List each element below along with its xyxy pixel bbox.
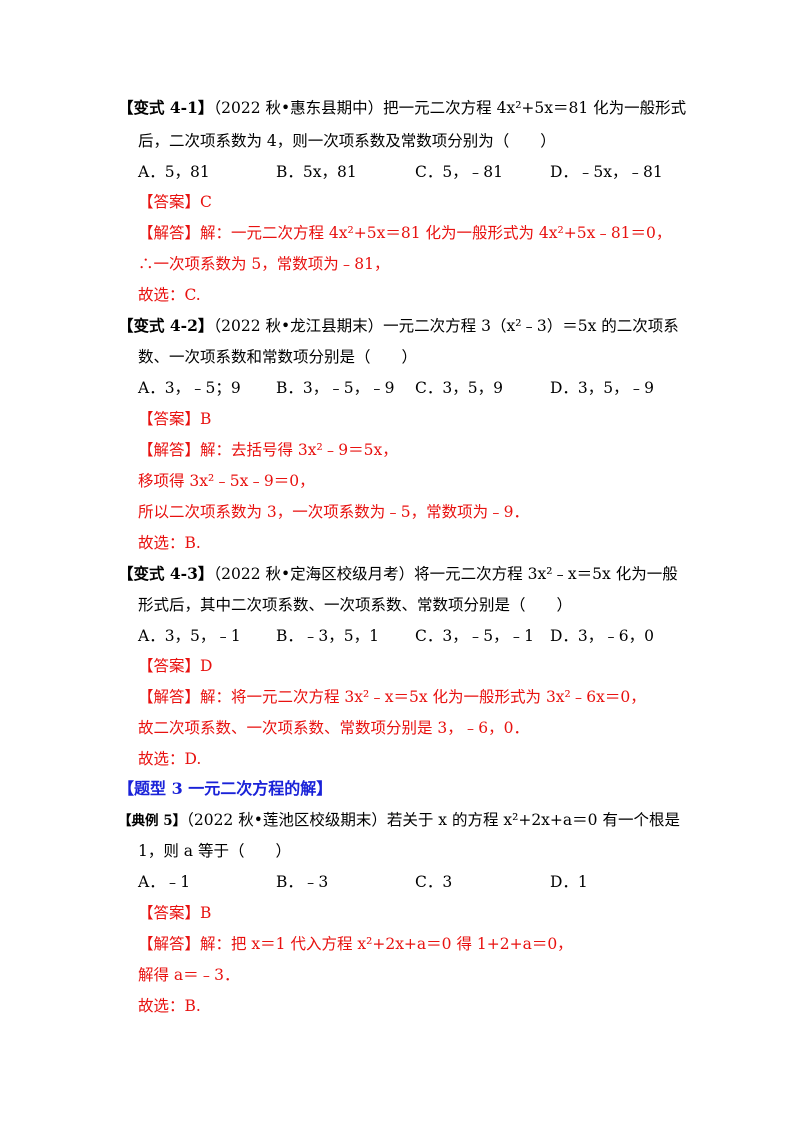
question-tag: 【变式 4-2】 [118, 316, 214, 335]
option-d: D．﹣5x，﹣81 [550, 163, 663, 181]
solution-4-2-line-4: 故选：B. [138, 534, 201, 552]
answer-4-3: 【答案】D [138, 657, 213, 675]
example-5-line-1: 【典例 5】（2022 秋•莲池区校级期末）若关于 x 的方程 x²+2x+a＝… [118, 809, 680, 832]
solution-4-2-line-1: 【解答】解：去括号得 3x²﹣9＝5x， [138, 441, 398, 459]
answer-4-1: 【答案】C [138, 193, 212, 211]
solution-5-line-2: 解得 a＝﹣3． [138, 966, 240, 984]
question-tag: 【变式 4-1】 [118, 98, 214, 117]
option-d: D．3，5，﹣9 [550, 379, 655, 397]
answer-5: 【答案】B [138, 904, 212, 922]
question-4-3-line-2: 形式后，其中二次项系数、一次项系数、常数项分别是（ ） [138, 596, 573, 614]
option-d: D．1 [550, 873, 588, 891]
option-d: D．3，﹣6，0 [550, 627, 655, 645]
option-b: B．﹣3 [276, 873, 329, 891]
solution-4-3-line-3: 故选：D. [138, 750, 202, 768]
answer-4-2: 【答案】B [138, 410, 212, 428]
question-4-3-line-1: 【变式 4-3】（2022 秋•定海区校级月考）将一元二次方程 3x²﹣x＝5x… [118, 563, 678, 585]
question-4-2-line-1: 【变式 4-2】（2022 秋•龙江县期末）一元二次方程 3（x²﹣3）＝5x … [118, 315, 679, 337]
option-b: B．﹣3，5，1 [276, 627, 379, 645]
option-a: A．3，﹣5；9 [138, 379, 241, 397]
option-c: C．3 [415, 873, 453, 891]
solution-4-1-line-1: 【解答】解：一元二次方程 4x²+5x＝81 化为一般形式为 4x²+5x﹣81… [138, 224, 672, 242]
solution-4-2-line-3: 所以二次项系数为 3，一次项系数为﹣5，常数项为﹣9． [138, 503, 530, 521]
option-c: C．3，﹣5，﹣1 [415, 627, 534, 645]
question-text: （2022 秋•龙江县期末）一元二次方程 3（x²﹣3）＝5x 的二次项系 [213, 317, 679, 335]
solution-4-3-line-2: 故二次项系数、一次项系数、常数项分别是 3，﹣6，0． [138, 719, 530, 737]
option-a: A．﹣1 [138, 873, 191, 891]
solution-4-2-line-2: 移项得 3x²﹣5x﹣9＝0， [138, 472, 315, 490]
solution-4-1-line-2: ∴一次项系数为 5，常数项为﹣81， [138, 255, 390, 273]
option-a: A．3，5，﹣1 [138, 627, 241, 645]
example-5-line-2: 1，则 a 等于（ ） [138, 842, 291, 860]
solution-5-line-1: 【解答】解：把 x＝1 代入方程 x²+2x+a＝0 得 1+2+a＝0， [138, 935, 573, 953]
option-c: C．5，﹣81 [415, 163, 503, 181]
example-tag: 【典例 5】 [118, 813, 187, 829]
solution-4-1-line-3: 故选：C. [138, 286, 201, 304]
question-4-1-line-1: 【变式 4-1】（2022 秋•惠东县期中）把一元二次方程 4x²+5x＝81 … [118, 97, 686, 119]
option-b: B．3，﹣5，﹣9 [276, 379, 395, 397]
question-text: （2022 秋•惠东县期中）把一元二次方程 4x²+5x＝81 化为一般形式 [213, 99, 687, 117]
section-heading: 【题型 3 一元二次方程的解】 [118, 779, 333, 798]
option-b: B．5x，81 [276, 163, 357, 181]
solution-5-line-3: 故选：B. [138, 997, 201, 1015]
example-text: （2022 秋•莲池区校级期末）若关于 x 的方程 x²+2x+a＝0 有一个根… [186, 811, 680, 829]
solution-4-3-line-1: 【解答】解：将一元二次方程 3x²﹣x＝5x 化为一般形式为 3x²﹣6x＝0， [138, 688, 646, 706]
option-a: A．5，81 [138, 163, 210, 181]
question-tag: 【变式 4-3】 [118, 564, 214, 583]
question-4-1-line-2: 后，二次项系数为 4，则一次项系数及常数项分别为（ ） [138, 132, 556, 150]
option-c: C．3，5，9 [415, 379, 503, 397]
question-4-2-line-2: 数、一次项系数和常数项分别是（ ） [138, 348, 418, 366]
question-text: （2022 秋•定海区校级月考）将一元二次方程 3x²﹣x＝5x 化为一般 [213, 565, 678, 583]
